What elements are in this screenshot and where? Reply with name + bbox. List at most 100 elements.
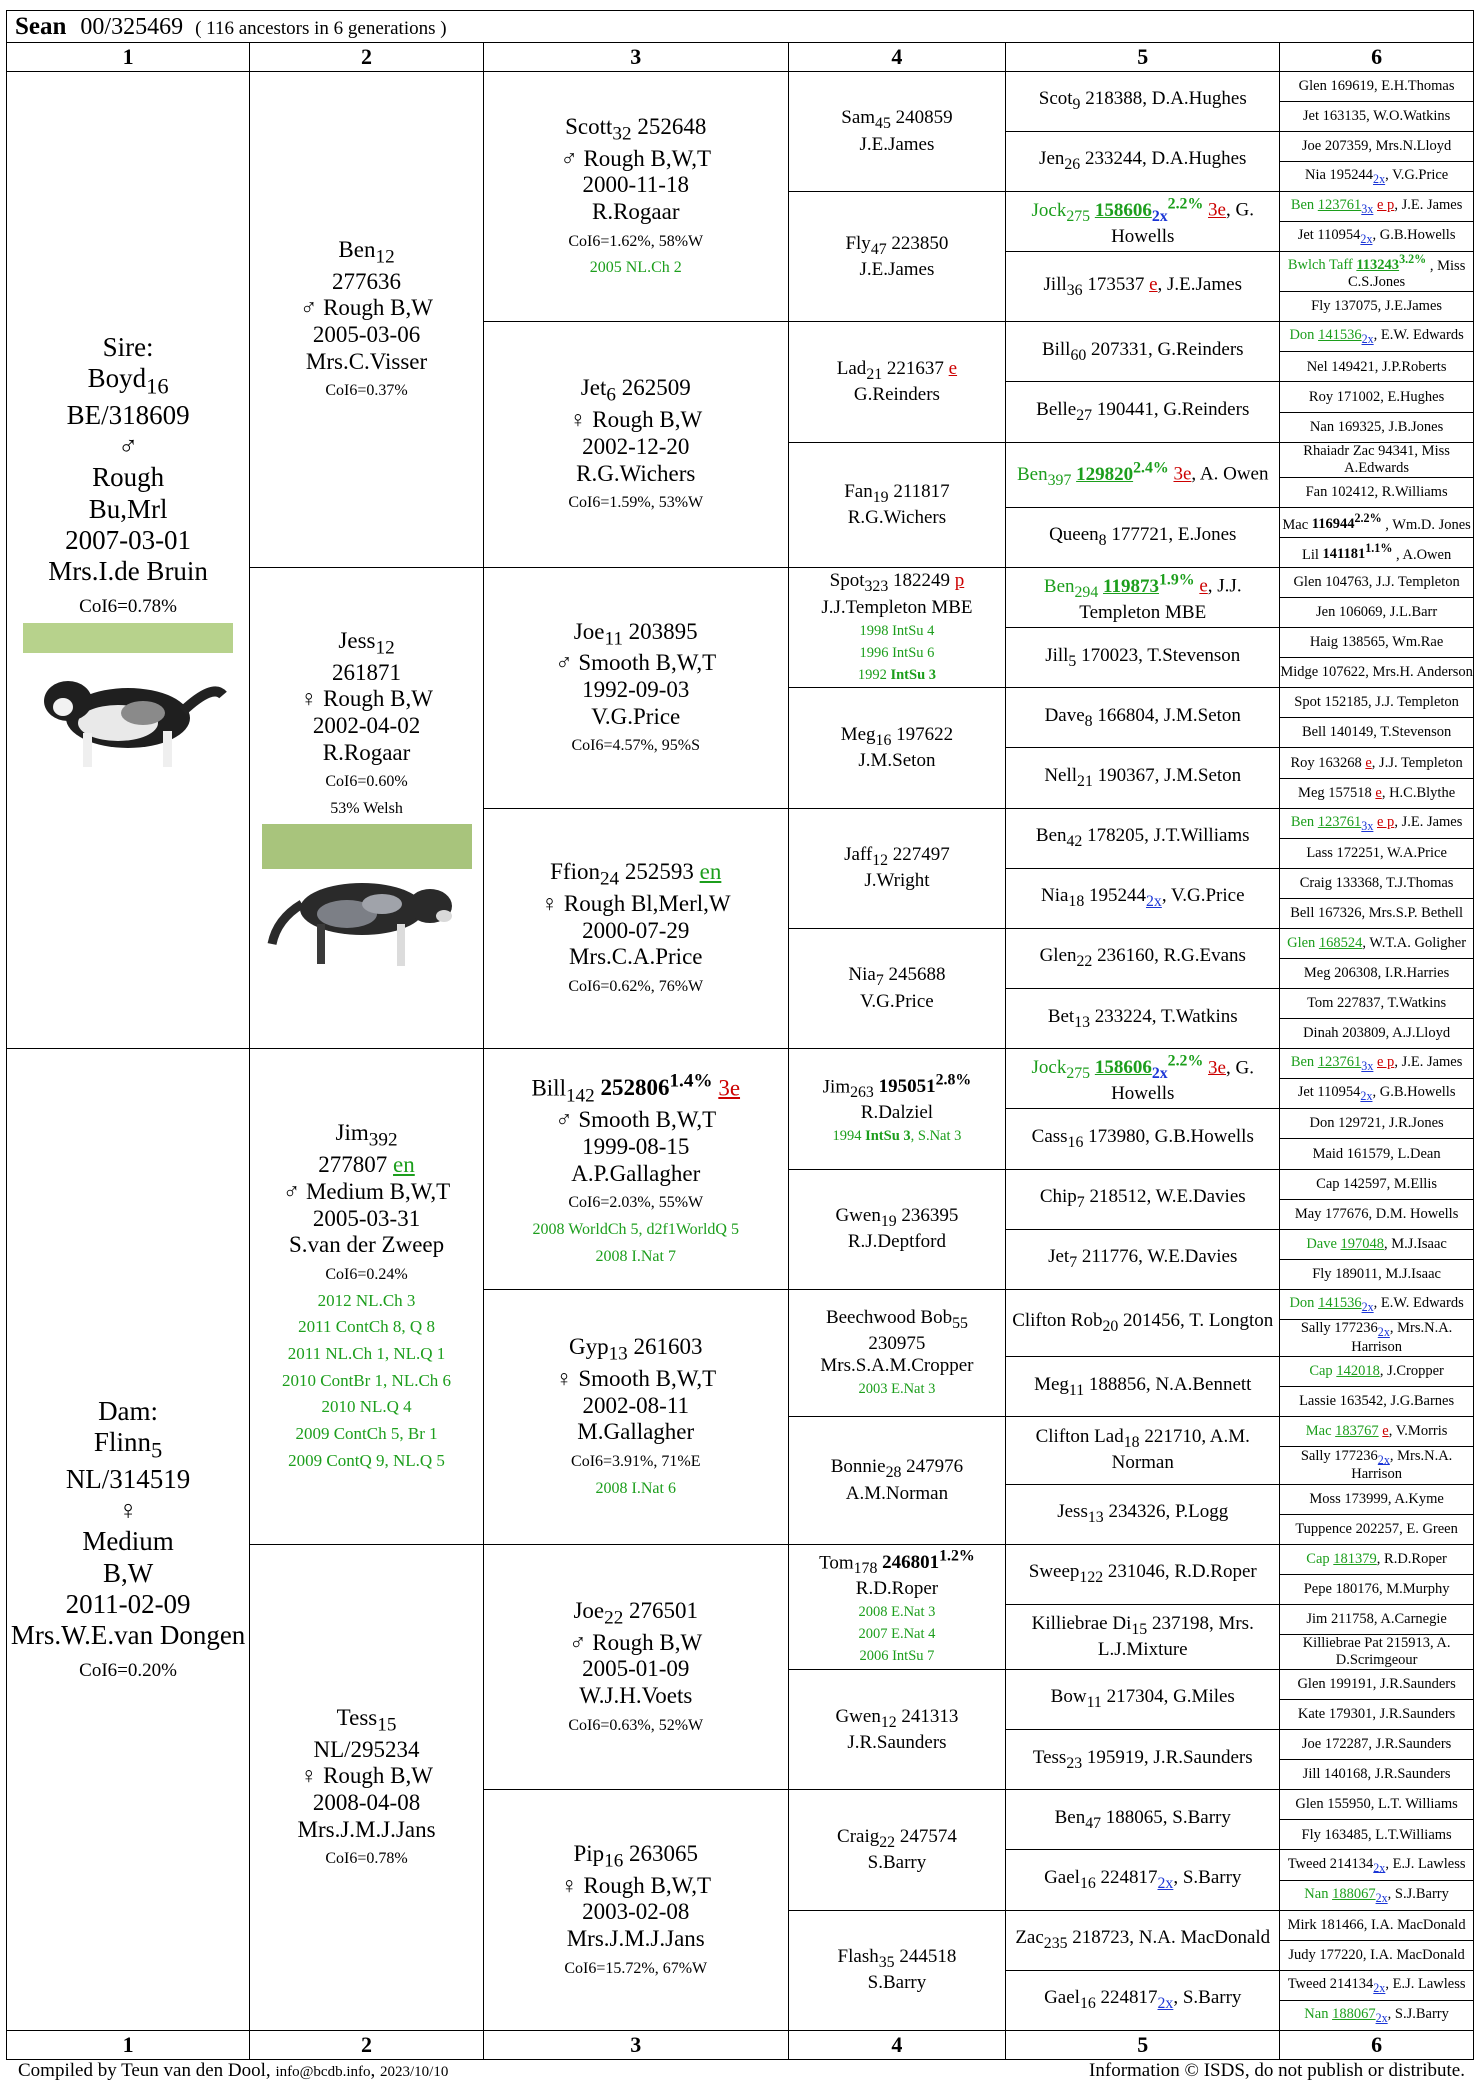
gen6-cell: Killiebrae Pat 215913, A. D.Scrimgeour — [1279, 1633, 1474, 1670]
gen6-cell: Lass 172251, W.A.Price — [1279, 837, 1474, 869]
gen5-cell: Bow11 217304, G.Miles — [1005, 1668, 1281, 1731]
dog-photo — [261, 823, 472, 982]
gen5-cell: Cass16 173980, G.B.Howells — [1005, 1108, 1281, 1170]
gen6-cell: Tuppence 202257, E. Green — [1279, 1513, 1474, 1545]
gen5-cell: Ben294 1198731.9% e, J.J. Templeton MBE — [1005, 566, 1281, 629]
gen6-cell: Rhaiadr Zac 94341, Miss A.Edwards — [1279, 441, 1474, 478]
gen5-cell: Tess23 195919, J.R.Saunders — [1005, 1729, 1281, 1791]
gen6-cell: Fly 137075, J.E.James — [1279, 291, 1474, 323]
column-footer-3: 3 — [482, 2029, 789, 2061]
gen6-cell: Bell 167326, Mrs.S.P. Bethell — [1279, 897, 1474, 929]
gen5-cell: Scot9 218388, D.A.Hughes — [1005, 70, 1281, 132]
column-footer-5: 5 — [1005, 2029, 1281, 2061]
gen5-cell: Chip7 218512, W.E.Davies — [1005, 1168, 1281, 1230]
gen6-cell: Mac 183767 e, V.Morris — [1279, 1416, 1474, 1448]
gen6-cell: Meg 157518 e, H.C.Blythe — [1279, 777, 1474, 809]
dog-photo — [23, 622, 234, 781]
column-footer-2: 2 — [249, 2029, 484, 2061]
gen6-cell: Bell 140149, T.Stevenson — [1279, 717, 1474, 749]
gen6-cell: Lil 1411811.1% , A.Owen — [1279, 536, 1474, 568]
gen6-cell: Cap 142597, M.Ellis — [1279, 1168, 1474, 1200]
gen5-cell: Gael16 2248172x, S.Barry — [1005, 1969, 1281, 2031]
column-header-2: 2 — [249, 42, 484, 72]
gen6-cell: Nan 169325, J.B.Jones — [1279, 411, 1474, 443]
gen5-cell: Jock275 1586062x2.2% 3e, G. Howells — [1005, 191, 1281, 253]
column-header-3: 3 — [482, 42, 789, 72]
gen6-cell: Kate 179301, J.R.Saunders — [1279, 1699, 1474, 1731]
column-header-1: 1 — [5, 42, 251, 72]
gen6-cell: Don 1415362x, E.W. Edwards — [1279, 321, 1474, 353]
gen6-cell: Glen 168524, W.T.A. Goligher — [1279, 927, 1474, 959]
gen5-cell: Zac235 218723, N.A. MacDonald — [1005, 1909, 1281, 1971]
gen6-cell: Cap 142018, J.Cropper — [1279, 1356, 1474, 1388]
footer-compiled: Compiled by Teun van den Dool, info@bcdb… — [18, 2060, 449, 2081]
gen6-cell: Lassie 163542, J.G.Barnes — [1279, 1386, 1474, 1418]
gen6-cell: Haig 138565, Wm.Rae — [1279, 627, 1474, 659]
gen5-cell: Dave8 166804, J.M.Seton — [1005, 687, 1281, 749]
gen5-cell: Bill60 207331, G.Reinders — [1005, 321, 1281, 383]
gen6-cell: Don 1415362x, E.W. Edwards — [1279, 1288, 1474, 1320]
gen6-cell: Cap 181379, R.D.Roper — [1279, 1543, 1474, 1575]
gen6-cell: Jet 163135, W.O.Watkins — [1279, 100, 1474, 132]
footer-copyright: Information © ISDS, do not publish or di… — [1089, 2060, 1465, 2081]
gen5-cell: Jock275 1586062x2.2% 3e, G. Howells — [1005, 1048, 1281, 1110]
gen6-cell: Moss 173999, A.Kyme — [1279, 1483, 1474, 1515]
column-footer-1: 1 — [5, 2029, 251, 2061]
gen5-cell: Jill36 173537 e, J.E.James — [1005, 251, 1281, 323]
gen6-cell: Glen 104763, J.J. Templeton — [1279, 566, 1474, 599]
gen6-cell: Spot 152185, J.J. Templeton — [1279, 687, 1474, 719]
gen6-cell: Roy 171002, E.Hughes — [1279, 381, 1474, 413]
gen5-cell: Gael16 2248172x, S.Barry — [1005, 1849, 1281, 1911]
gen5-cell: Meg11 188856, N.A.Bennett — [1005, 1356, 1281, 1418]
gen6-cell: Nan 1880672x, S.J.Barry — [1279, 1879, 1474, 1911]
gen6-cell: Tweed 2141342x, E.J. Lawless — [1279, 1969, 1474, 2001]
gen6-cell: Glen 199191, J.R.Saunders — [1279, 1668, 1474, 1701]
gen6-cell: Maid 161579, L.Dean — [1279, 1138, 1474, 1170]
gen6-cell: Don 129721, J.R.Jones — [1279, 1108, 1474, 1140]
gen6-cell: Dave 197048, M.J.Isaac — [1279, 1228, 1474, 1260]
gen5-cell: Clifton Lad18 221710, A.M. Norman — [1005, 1416, 1281, 1485]
gen6-cell: Craig 133368, T.J.Thomas — [1279, 867, 1474, 899]
gen5-cell: Jet7 211776, W.E.Davies — [1005, 1228, 1281, 1290]
gen6-cell: Fly 189011, M.J.Isaac — [1279, 1258, 1474, 1290]
column-header-5: 5 — [1005, 42, 1281, 72]
gen6-cell: Tom 227837, T.Watkins — [1279, 988, 1474, 1020]
gen6-cell: Jet 1109542x, G.B.Howells — [1279, 1078, 1474, 1110]
column-footer-6: 6 — [1279, 2029, 1474, 2061]
gen6-cell: Glen 169619, E.H.Thomas — [1279, 70, 1474, 102]
gen5-cell: Nia18 1952442x, V.G.Price — [1005, 867, 1281, 929]
gen5-cell: Nell21 190367, J.M.Seton — [1005, 747, 1281, 809]
gen6-cell: Nia 1952442x, V.G.Price — [1279, 161, 1474, 193]
gen5-cell: Killiebrae Di15 237198, Mrs. L.J.Mixture — [1005, 1603, 1281, 1670]
gen6-cell: Jen 106069, J.L.Barr — [1279, 597, 1474, 629]
gen5-cell: Bet13 233224, T.Watkins — [1005, 988, 1281, 1050]
gen5-cell: Belle27 190441, G.Reinders — [1005, 381, 1281, 443]
gen6-cell: Joe 172287, J.R.Saunders — [1279, 1729, 1474, 1761]
column-header-6: 6 — [1279, 42, 1474, 72]
gen6-cell: Mirk 181466, I.A. MacDonald — [1279, 1909, 1474, 1941]
gen6-cell: Jet 1109542x, G.B.Howells — [1279, 221, 1474, 253]
